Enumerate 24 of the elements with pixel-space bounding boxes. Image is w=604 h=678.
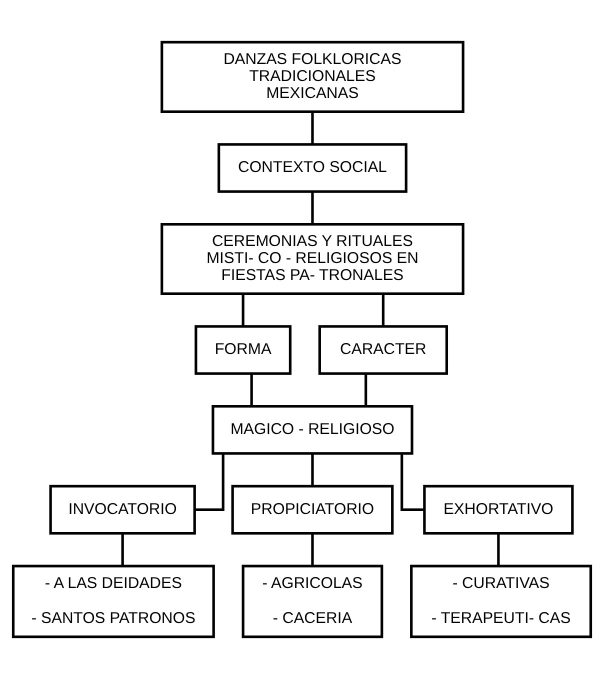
node-box: FORMA: [194, 324, 292, 374]
connector: [121, 532, 124, 566]
node-box: - CURATIVAS - TERAPEUTI- CAS: [410, 564, 592, 638]
connector: [242, 293, 244, 326]
connector: [311, 111, 314, 144]
node-box: - A LAS DEIDADES - SANTOS PATRONOS: [12, 564, 215, 638]
node-box: CEREMONIAS Y RITUALES MISTI- CO - RELIGIOSOS EN FIESTAS PA- TRONALES: [160, 222, 464, 294]
node-box: PROPICIATORIO: [231, 484, 394, 534]
connector: [400, 453, 424, 511]
connector: [311, 453, 314, 486]
node-box: EXHORTATIVO: [423, 484, 574, 534]
node-box: DANZAS FOLKLORICAS TRADICIONALES MEXICANAS: [160, 40, 464, 112]
connector: [364, 373, 368, 406]
connector: [497, 532, 500, 566]
connector: [250, 373, 253, 406]
connector: [382, 293, 384, 326]
connector: [195, 453, 224, 511]
node-box: CONTEXTO SOCIAL: [218, 142, 408, 192]
node-box: MAGICO - RELIGIOSO: [212, 404, 414, 454]
connector: [311, 191, 314, 224]
node-box: CARACTER: [318, 324, 448, 374]
node-box: - AGRICOLAS - CACERIA: [242, 564, 384, 638]
node-box: INVOCATORIO: [49, 484, 196, 534]
connector: [311, 532, 314, 566]
